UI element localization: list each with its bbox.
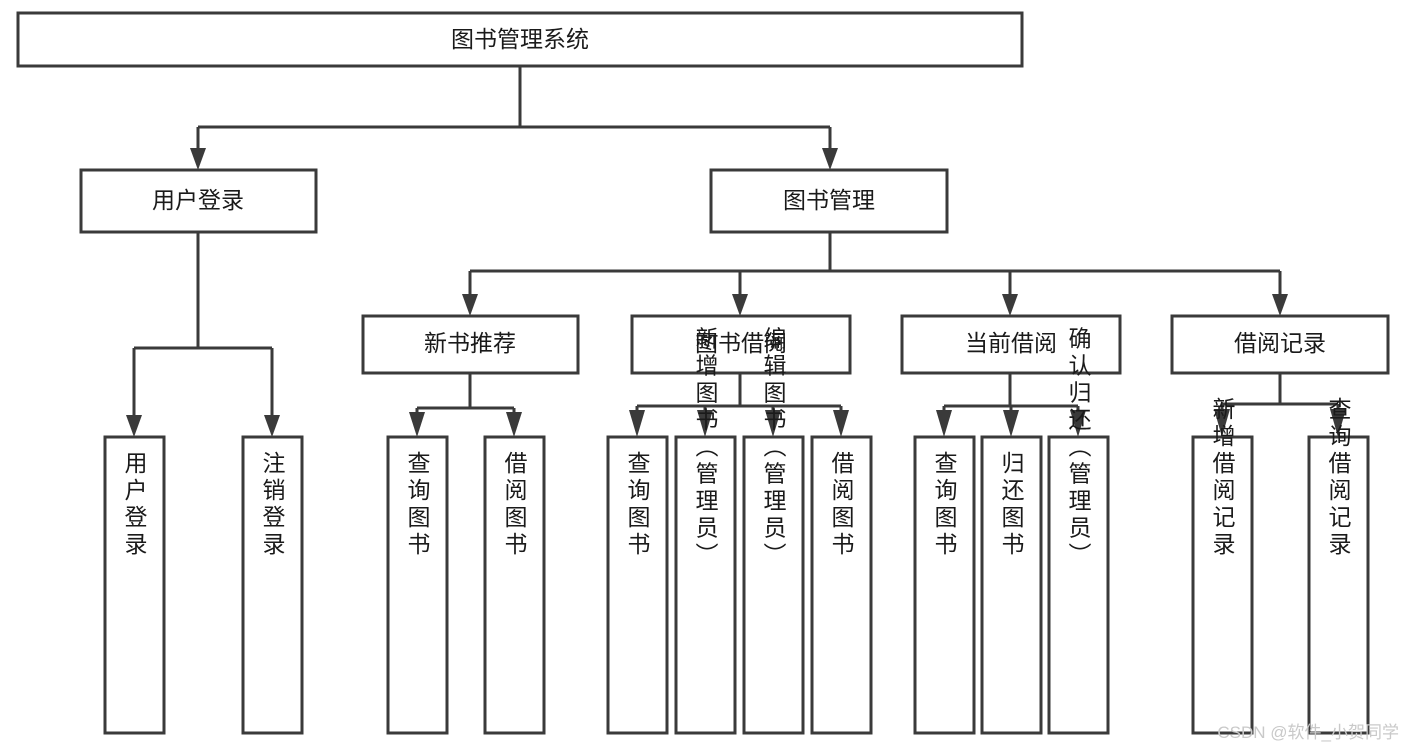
arrow-head-leaf-query-book-3 xyxy=(936,410,952,437)
node-current-borrow-box[interactable] xyxy=(900,314,1122,375)
connector-group-user-login xyxy=(126,232,280,437)
node-leaf-borrow-book-1-box[interactable] xyxy=(483,435,546,735)
node-leaf-return-book-label: 归还图书 xyxy=(998,451,1025,559)
node-leaf-edit-book-box[interactable] xyxy=(742,435,805,735)
arrow-head-leaf-add-record xyxy=(1214,409,1230,437)
node-leaf-add-record-box[interactable] xyxy=(1191,435,1254,735)
connector-group-book-borrow xyxy=(629,373,849,437)
node-book-manage[interactable]: 图书管理 xyxy=(709,168,949,234)
arrow-head-leaf-confirm-return xyxy=(1070,410,1086,437)
node-leaf-query-record[interactable]: 查询借阅记录 xyxy=(1307,397,1370,735)
node-leaf-add-record[interactable]: 新增借阅记录 xyxy=(1191,397,1254,735)
node-leaf-query-book-3-label: 查询图书 xyxy=(931,451,958,559)
node-leaf-borrow-book-2-box[interactable] xyxy=(810,435,873,735)
arrow-head-leaf-logout xyxy=(264,415,280,437)
node-leaf-add-book[interactable]: 新增图书（管理员） xyxy=(674,327,737,735)
node-leaf-query-book-1-label: 查询图书 xyxy=(404,451,431,559)
node-leaf-query-record-label: 查询借阅记录 xyxy=(1325,397,1352,559)
node-borrow-record-box[interactable] xyxy=(1170,314,1390,375)
arrow-head-leaf-borrow-book-2 xyxy=(833,410,849,437)
node-leaf-confirm-return[interactable]: 确认归还（管理员） xyxy=(1047,327,1110,735)
node-leaf-borrow-book-2[interactable]: 借阅图书 xyxy=(810,435,873,735)
node-leaf-confirm-return-box[interactable] xyxy=(1047,435,1110,735)
connector-group-new-book-rec xyxy=(409,373,522,437)
arrow-head-leaf-user-login xyxy=(126,415,142,437)
connector-group-book-manage xyxy=(462,232,1288,316)
node-leaf-add-book-label: 新增图书（管理员） xyxy=(692,327,719,570)
node-new-book-rec-box[interactable] xyxy=(361,314,580,375)
arrow-head-leaf-query-record xyxy=(1330,409,1346,437)
node-borrow-record-label: 借阅记录 xyxy=(1234,330,1326,356)
arrow-head-leaf-borrow-book-1 xyxy=(506,412,522,437)
node-leaf-logout-box[interactable] xyxy=(241,435,304,735)
node-leaf-borrow-book-2-label: 借阅图书 xyxy=(828,451,855,559)
arrow-head-book-manage xyxy=(822,148,838,170)
node-current-borrow[interactable]: 当前借阅 xyxy=(900,314,1122,375)
node-leaf-query-book-1-box[interactable] xyxy=(386,435,449,735)
node-book-manage-label: 图书管理 xyxy=(783,187,875,213)
connector-group-borrow-record xyxy=(1214,373,1346,437)
node-leaf-logout[interactable]: 注销登录 xyxy=(241,435,304,735)
node-leaf-edit-book[interactable]: 编辑图书（管理员） xyxy=(742,327,805,735)
arrow-head-user-login xyxy=(190,148,206,170)
node-leaf-query-book-1[interactable]: 查询图书 xyxy=(386,435,449,735)
node-leaf-return-book[interactable]: 归还图书 xyxy=(980,435,1043,735)
node-leaf-query-book-2-box[interactable] xyxy=(606,435,669,735)
node-book-borrow[interactable]: 图书借阅 xyxy=(630,314,852,375)
arrow-head-leaf-query-book-2 xyxy=(629,410,645,437)
node-new-book-rec[interactable]: 新书推荐 xyxy=(361,314,580,375)
node-user-login[interactable]: 用户登录 xyxy=(79,168,318,234)
node-borrow-record[interactable]: 借阅记录 xyxy=(1170,314,1390,375)
node-root[interactable]: 图书管理系统 xyxy=(16,11,1024,68)
node-leaf-user-login-label: 用户登录 xyxy=(121,451,148,559)
connector-group-current-borrow xyxy=(936,373,1086,437)
node-leaf-query-book-3[interactable]: 查询图书 xyxy=(913,435,976,735)
arrow-head-leaf-add-book xyxy=(697,410,713,437)
node-book-manage-box[interactable] xyxy=(709,168,949,234)
node-leaf-query-book-2-label: 查询图书 xyxy=(624,451,651,559)
node-new-book-rec-label: 新书推荐 xyxy=(424,330,516,356)
node-leaf-user-login[interactable]: 用户登录 xyxy=(103,435,166,735)
node-leaf-query-record-box[interactable] xyxy=(1307,435,1370,735)
node-leaf-borrow-book-1-label: 借阅图书 xyxy=(501,451,528,559)
arrow-head-current-borrow xyxy=(1002,294,1018,316)
node-leaf-confirm-return-label: 确认归还（管理员） xyxy=(1065,327,1092,570)
node-leaf-logout-label: 注销登录 xyxy=(259,451,286,559)
csdn-watermark: CSDN @软件_小贺同学 xyxy=(1217,723,1399,742)
node-leaf-query-book-2[interactable]: 查询图书 xyxy=(606,435,669,735)
arrow-head-new-book-rec xyxy=(462,294,478,316)
arrow-head-leaf-return-book xyxy=(1003,410,1019,437)
node-leaf-add-record-label: 新增借阅记录 xyxy=(1209,397,1236,559)
node-leaf-user-login-box[interactable] xyxy=(103,435,166,735)
connector-group-root xyxy=(190,66,838,170)
node-leaf-add-book-box[interactable] xyxy=(674,435,737,735)
node-book-borrow-box[interactable] xyxy=(630,314,852,375)
node-user-login-box[interactable] xyxy=(79,168,318,234)
node-leaf-query-book-3-box[interactable] xyxy=(913,435,976,735)
node-leaf-return-book-box[interactable] xyxy=(980,435,1043,735)
node-root-box[interactable] xyxy=(16,11,1024,68)
node-leaf-edit-book-label: 编辑图书（管理员） xyxy=(760,327,787,570)
node-book-borrow-label: 图书借阅 xyxy=(695,330,787,356)
arrow-head-leaf-edit-book xyxy=(765,410,781,437)
node-user-login-label: 用户登录 xyxy=(152,187,244,213)
arrow-head-book-borrow xyxy=(732,294,748,316)
node-current-borrow-label: 当前借阅 xyxy=(965,330,1057,356)
arrow-head-borrow-record xyxy=(1272,294,1288,316)
node-leaf-borrow-book-1[interactable]: 借阅图书 xyxy=(483,435,546,735)
arrow-head-leaf-query-book-1 xyxy=(409,412,425,437)
node-root-label: 图书管理系统 xyxy=(451,26,589,52)
